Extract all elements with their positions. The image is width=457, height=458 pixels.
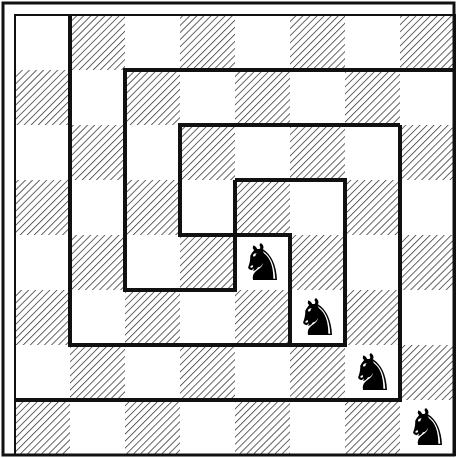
dark-square[interactable]: [345, 400, 400, 455]
light-square[interactable]: [235, 15, 290, 70]
dark-square[interactable]: [290, 15, 345, 70]
dark-square[interactable]: [180, 125, 235, 180]
dark-square[interactable]: [15, 180, 70, 235]
light-square[interactable]: [235, 125, 290, 180]
light-square[interactable]: [180, 400, 235, 455]
dark-square[interactable]: [180, 345, 235, 400]
light-square[interactable]: [345, 125, 400, 180]
dark-square[interactable]: [125, 180, 180, 235]
light-square[interactable]: [125, 345, 180, 400]
light-square[interactable]: [70, 400, 125, 455]
black-knight-h1[interactable]: ♞: [405, 398, 450, 457]
light-square[interactable]: [15, 235, 70, 290]
light-square[interactable]: [70, 290, 125, 345]
dark-square[interactable]: [180, 235, 235, 290]
dark-square[interactable]: [345, 70, 400, 125]
light-square[interactable]: [290, 70, 345, 125]
dark-square[interactable]: [180, 15, 235, 70]
dark-square[interactable]: [70, 125, 125, 180]
light-square[interactable]: [400, 290, 455, 345]
dark-square[interactable]: [235, 180, 290, 235]
light-square[interactable]: [125, 125, 180, 180]
dark-square[interactable]: [70, 15, 125, 70]
light-square[interactable]: [15, 15, 70, 70]
light-square[interactable]: [290, 180, 345, 235]
light-square[interactable]: [15, 125, 70, 180]
dark-square[interactable]: [345, 290, 400, 345]
dark-square[interactable]: [15, 70, 70, 125]
dark-square[interactable]: [125, 400, 180, 455]
light-square[interactable]: [70, 70, 125, 125]
dark-square[interactable]: [15, 290, 70, 345]
dark-square[interactable]: [15, 400, 70, 455]
light-square[interactable]: [235, 345, 290, 400]
dark-square[interactable]: [70, 345, 125, 400]
light-square[interactable]: [180, 290, 235, 345]
light-square[interactable]: [400, 70, 455, 125]
dark-square[interactable]: [290, 125, 345, 180]
light-square[interactable]: [125, 235, 180, 290]
dark-square[interactable]: [400, 345, 455, 400]
light-square[interactable]: [180, 180, 235, 235]
dark-square[interactable]: [400, 125, 455, 180]
light-square[interactable]: [290, 400, 345, 455]
dark-square[interactable]: [400, 235, 455, 290]
light-square[interactable]: [125, 15, 180, 70]
black-knight-g2[interactable]: ♞: [350, 343, 395, 402]
dark-square[interactable]: [290, 235, 345, 290]
black-knight-f3[interactable]: ♞: [295, 288, 340, 347]
light-square[interactable]: [180, 70, 235, 125]
dark-square[interactable]: [290, 345, 345, 400]
dark-square[interactable]: [235, 290, 290, 345]
light-square[interactable]: [400, 180, 455, 235]
black-knight-e4[interactable]: ♞: [240, 233, 285, 292]
dark-square[interactable]: [125, 70, 180, 125]
dark-square[interactable]: [125, 290, 180, 345]
light-square[interactable]: [15, 345, 70, 400]
dark-square[interactable]: [70, 235, 125, 290]
dark-square[interactable]: [345, 180, 400, 235]
light-square[interactable]: [70, 180, 125, 235]
dark-square[interactable]: [235, 70, 290, 125]
light-square[interactable]: [345, 15, 400, 70]
dark-square[interactable]: [235, 400, 290, 455]
light-square[interactable]: [345, 235, 400, 290]
dark-square[interactable]: [400, 15, 455, 70]
